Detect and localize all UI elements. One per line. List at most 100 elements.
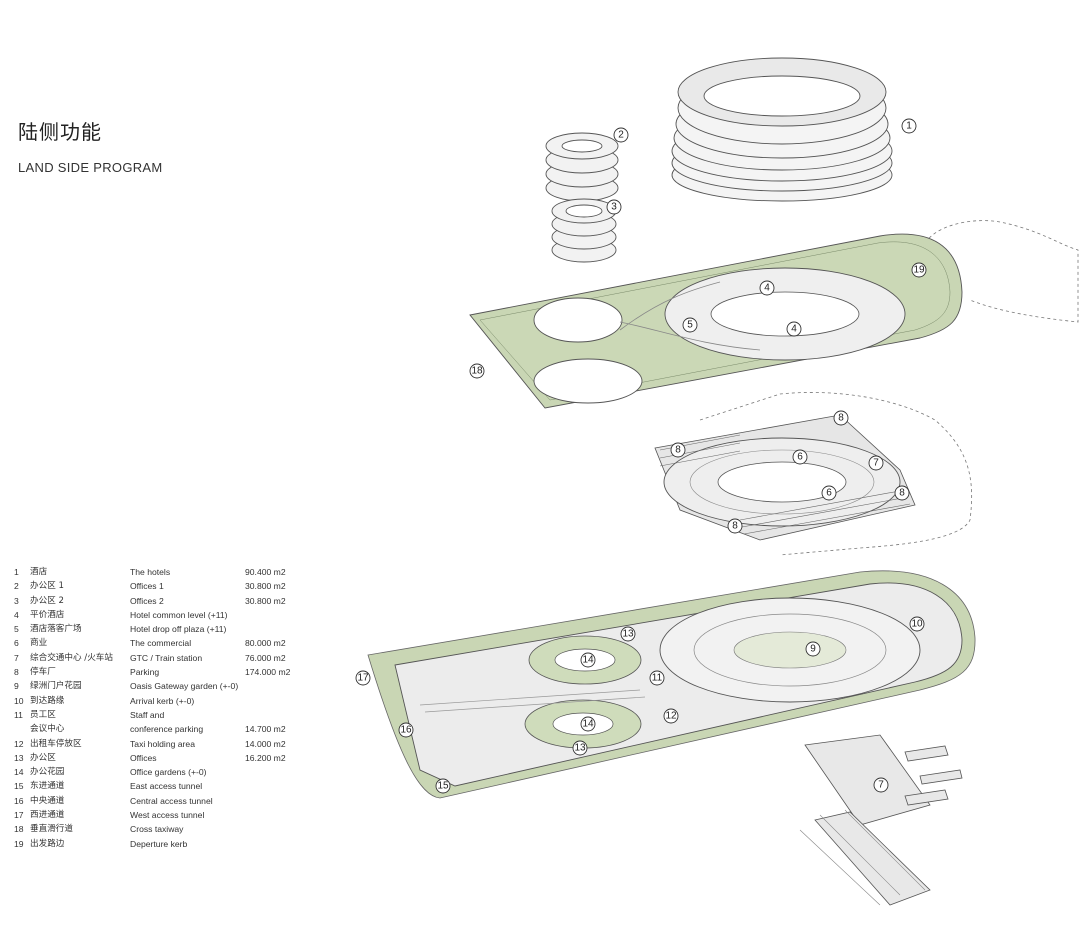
legend-name-en: Taxi holding area (130, 738, 195, 749)
callout: 14 (580, 716, 596, 732)
legend-number: 13 (14, 752, 24, 763)
legend-name-cn: 中央通道 (30, 795, 65, 806)
legend-area: 14.000 m2 (245, 738, 286, 749)
callout: 17 (355, 670, 371, 686)
departure-outline (923, 220, 1079, 323)
svg-text:8: 8 (732, 521, 738, 532)
legend-name-cn: 东进通道 (30, 781, 65, 792)
legend-name-en: East access tunnel (130, 781, 203, 792)
legend-number: 14 (14, 767, 24, 778)
page-title-en: LAND SIDE PROGRAM (18, 160, 163, 175)
svg-text:8: 8 (899, 488, 905, 499)
commercial-parking-plate (654, 414, 916, 541)
legend-name-cn: 停车厂 (30, 667, 56, 678)
legend-number: 5 (14, 624, 19, 635)
callout: 8 (727, 518, 743, 534)
legend-name-cn: 会议中心 (30, 724, 65, 735)
legend-area: 174.000 m2 (245, 667, 291, 678)
callout: 13 (620, 626, 636, 642)
svg-text:5: 5 (687, 320, 693, 331)
legend-area: 30.800 m2 (245, 581, 286, 592)
legend-number: 11 (14, 709, 23, 720)
svg-text:13: 13 (574, 743, 586, 754)
legend-number: 2 (14, 581, 19, 592)
svg-text:8: 8 (675, 445, 681, 456)
svg-text:6: 6 (826, 488, 832, 499)
svg-text:10: 10 (911, 619, 923, 630)
callout: 7 (873, 777, 889, 793)
legend-number: 6 (14, 638, 19, 649)
train-station-structure (804, 734, 963, 826)
legend-name-en: Staff and (130, 709, 165, 720)
svg-text:4: 4 (791, 324, 797, 335)
callout: 9 (805, 641, 821, 657)
legend-number: 3 (14, 595, 19, 606)
svg-text:15: 15 (437, 781, 449, 792)
callout: 16 (398, 722, 414, 738)
svg-text:14: 14 (582, 719, 594, 730)
svg-text:3: 3 (611, 202, 617, 213)
svg-text:4: 4 (764, 283, 770, 294)
callout: 10 (909, 616, 925, 632)
legend-number: 4 (14, 609, 19, 620)
parking-outline (699, 392, 973, 556)
callout: 4 (786, 321, 802, 337)
svg-text:7: 7 (878, 780, 884, 791)
svg-text:18: 18 (471, 366, 483, 377)
legend-name-en: Parking (130, 667, 160, 678)
callout: 7 (868, 455, 884, 471)
legend-name-en: Hotel common level (+11) (130, 609, 228, 620)
legend-name-en: Cross taxiway (130, 824, 184, 835)
legend-name-cn: 到达路缘 (30, 695, 65, 706)
legend-name-en: Arrival kerb (+-0) (130, 695, 195, 706)
callout: 8 (670, 442, 686, 458)
callout: 6 (792, 449, 808, 465)
legend-number: 15 (14, 781, 24, 792)
legend-area: 90.400 m2 (245, 567, 286, 577)
legend-area: 80.000 m2 (245, 638, 286, 649)
legend-name-en: The hotels (130, 567, 171, 577)
svg-text:6: 6 (797, 452, 803, 463)
legend-name-cn: 出租车停放区 (30, 738, 82, 749)
callout: 5 (682, 317, 698, 333)
legend-name-cn: 酒店 (30, 567, 48, 577)
legend-number: 12 (14, 738, 24, 749)
legend-name-cn: 商业 (30, 638, 48, 649)
callout: 14 (580, 652, 596, 668)
callout: 13 (572, 740, 588, 756)
svg-text:8: 8 (838, 413, 844, 424)
legend-name-cn: 办公花园 (30, 767, 65, 778)
legend-name-en: The commercial (130, 638, 192, 649)
legend-name-en: Hotel drop off plaza (+11) (130, 624, 227, 635)
legend-name-cn: 办公区 2 (30, 595, 64, 606)
legend-name-cn: 综合交通中心 /火车站 (30, 652, 113, 663)
legend-name-en: Oasis Gateway garden (+-0) (130, 681, 239, 692)
callout: 15 (435, 778, 451, 794)
legend-name-cn: 垂直滑行道 (30, 824, 73, 835)
svg-text:11: 11 (652, 673, 663, 684)
legend-area: 30.800 m2 (245, 595, 286, 606)
legend-name-en: Deperture kerb (130, 838, 188, 849)
legend-name-cn: 酒店落客广场 (30, 624, 82, 635)
svg-text:12: 12 (665, 711, 677, 722)
svg-text:2: 2 (618, 130, 624, 141)
svg-text:16: 16 (400, 725, 412, 736)
svg-text:19: 19 (913, 265, 925, 276)
legend-number: 19 (14, 838, 24, 849)
callout: 19 (911, 262, 927, 278)
legend-name-en: Offices 2 (130, 595, 164, 606)
legend-number: 10 (14, 695, 24, 706)
legend-name-cn: 办公区 (30, 752, 56, 763)
callout: 6 (821, 485, 837, 501)
legend-name-en: GTC / Train station (130, 652, 203, 663)
page-title-cn: 陆侧功能 (18, 120, 102, 144)
callout: 4 (759, 280, 775, 296)
legend-name-en: conference parking (130, 724, 204, 735)
legend-name-en: Central access tunnel (130, 795, 213, 806)
office-stack-2 (551, 198, 617, 263)
ground-level-plate (367, 570, 976, 799)
legend-name-en: Office gardens (+-0) (130, 767, 207, 778)
callout: 18 (469, 363, 485, 379)
legend-area: 14.700 m2 (245, 724, 286, 735)
svg-text:7: 7 (873, 458, 879, 469)
